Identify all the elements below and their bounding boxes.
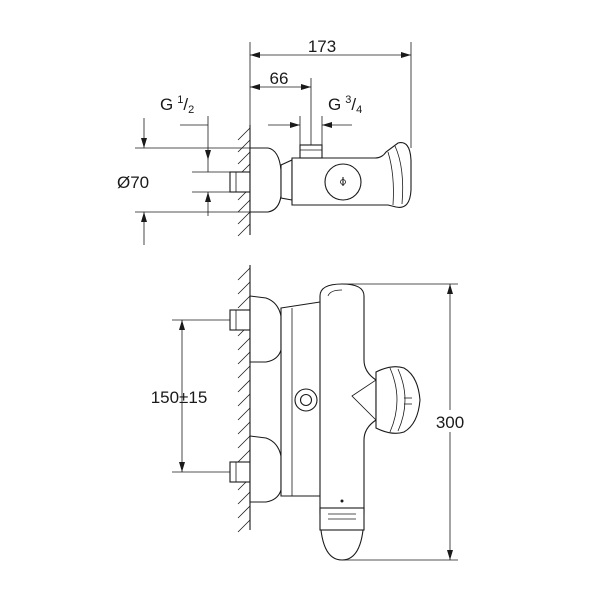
dim-66: 66 — [250, 69, 312, 145]
dim-diameter: Ø70 — [117, 118, 250, 245]
front-lower-inlet-stub — [229, 461, 251, 483]
front-lower-escutcheon — [249, 435, 282, 503]
dim-300: 300 — [342, 283, 474, 561]
side-inlet-stub — [229, 171, 251, 193]
side-outlet-nipple — [299, 144, 323, 159]
side-escutcheon — [249, 147, 282, 213]
dim-173: 173 — [249, 37, 412, 148]
dim-173-label: 173 — [308, 37, 336, 56]
front-view-wall — [237, 265, 251, 533]
dim-150-label: 150±15 — [151, 388, 208, 407]
front-outlet-port — [294, 388, 318, 412]
front-upper-inlet-stub — [229, 309, 251, 331]
front-flow-knob — [375, 366, 421, 434]
side-neck — [280, 159, 293, 201]
diameter-label: Ø70 — [117, 173, 149, 192]
front-upper-escutcheon — [249, 295, 282, 363]
dim-150: 150±15 — [151, 319, 230, 473]
front-view: 150±15 300 — [151, 265, 474, 561]
dim-66-label: 66 — [270, 69, 289, 88]
dim-300-label: 300 — [436, 413, 464, 432]
